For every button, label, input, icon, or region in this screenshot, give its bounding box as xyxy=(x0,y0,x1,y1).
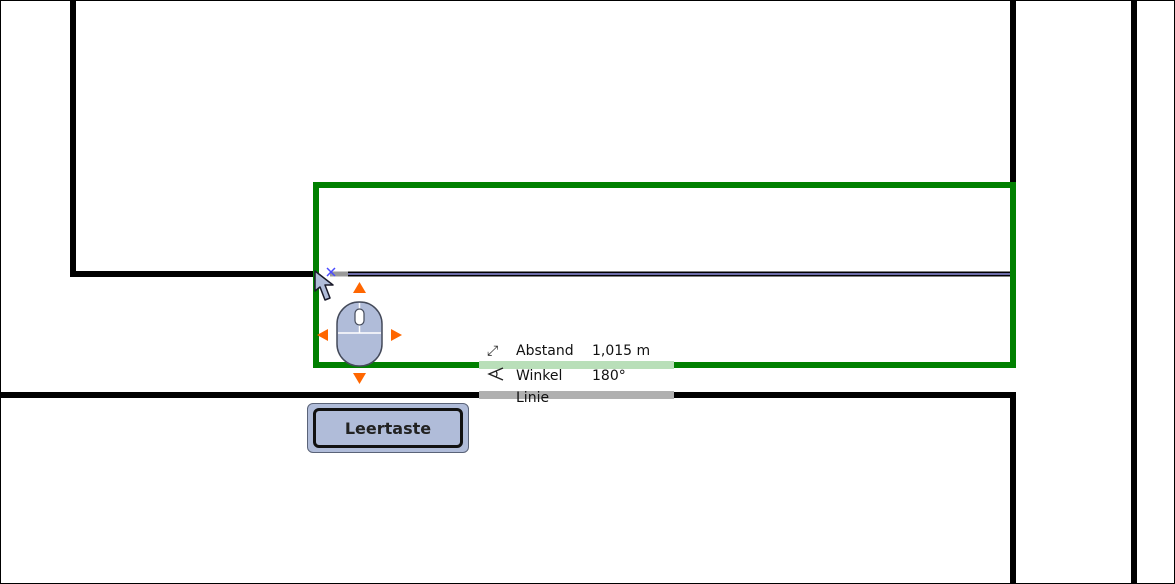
angle-value[interactable]: 180° xyxy=(592,368,626,384)
spacebar-hint: Leertaste xyxy=(307,403,469,453)
angle-label: Winkel xyxy=(516,368,563,384)
measurement-panel: ⤢ Abstand 1,015 m Winkel 180° Linie xyxy=(479,339,674,406)
mouse-hint-icon xyxy=(336,301,383,367)
line-mode-row[interactable]: Linie xyxy=(479,389,674,406)
direction-arrows-icon xyxy=(317,282,402,384)
distance-label: Abstand xyxy=(516,343,574,359)
distance-row[interactable]: ⤢ Abstand 1,015 m xyxy=(479,339,674,363)
spacebar-key-label: Leertaste xyxy=(313,408,463,448)
angle-row[interactable]: Winkel 180° xyxy=(479,364,674,388)
distance-highlight xyxy=(479,361,674,369)
line-mode-label: Linie xyxy=(516,390,550,406)
walls xyxy=(0,0,1137,584)
resize-diagonal-icon: ⤢ xyxy=(487,343,499,359)
snap-point-icon xyxy=(326,267,336,277)
cursor-arrow-icon xyxy=(314,270,334,301)
wall-upper-left[interactable] xyxy=(70,0,319,277)
line-mode-highlight xyxy=(479,391,674,399)
angle-icon xyxy=(487,366,507,388)
wall-lower[interactable] xyxy=(0,392,1016,584)
distance-value[interactable]: 1,015 m xyxy=(592,343,651,359)
